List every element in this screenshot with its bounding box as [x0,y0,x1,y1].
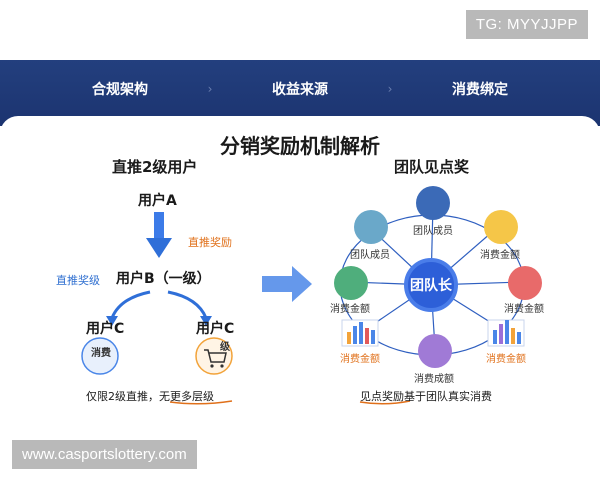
down-arrow-icon [146,238,172,258]
left-branch-arrow [110,290,151,319]
watermark-tag: TG: MYYJJPP [465,10,588,39]
right-footnote: 见点奖励基于团队真实消费 [360,388,492,404]
nav-band [0,60,600,126]
level-icon-text: 级 [220,342,230,353]
right-arrow-icon [262,266,312,302]
user-a-label: 用户A [138,193,177,209]
node-right-label: 消费金额 [504,304,544,315]
watermark-url: www.casportslottery.com [12,440,197,469]
user-c-right-label: 用户C [196,321,235,337]
node-bottom-right-label: 消费金额 [486,354,526,365]
tab-compliance[interactable]: 合规架构 [92,82,148,98]
right-footnote-a: 见点奖励 [360,390,404,403]
tab-revenue[interactable]: 收益来源 [272,82,328,98]
arrow-shaft [154,212,164,240]
bar-chart-icon-left [341,319,379,347]
right-subtitle: 团队见点奖 [394,158,470,176]
right-footnote-b: 基于团队真实消费 [404,390,492,403]
avatar-top [416,186,450,220]
node-bottom-left-label: 消费金额 [340,354,380,365]
main-title: 分销奖励机制解析 [220,134,380,158]
node-left-label: 消费金额 [330,304,370,315]
indirect-reward-label: 直推奖级 [56,274,100,287]
tab-bar: 合规架构 › 收益来源 › 消费绑定 [60,76,540,102]
bar-chart-icon-right [487,319,525,347]
left-footnote-a: 仅限2级直推， [86,390,159,403]
left-subtitle: 直推2级用户 [112,158,198,176]
right-branch-arrow [167,290,208,319]
user-b-label: 用户B（一级） [116,271,211,287]
node-top-right-label: 消费金额 [480,250,520,261]
avatar-top-right [484,210,518,244]
node-top-left-label: 团队成员 [350,250,390,261]
left-footnote-b: 无更多层级 [159,390,214,403]
avatar-bottom [418,334,452,368]
direct-reward-label: 直推奖励 [188,236,232,249]
consume-cart-icon [81,337,119,375]
node-bottom-label: 消费成额 [414,374,454,385]
chevron-right-icon: › [207,82,213,96]
avatar-top-left [354,210,388,244]
consume-icon-text: 消费 [91,348,111,359]
node-top-label: 团队成员 [413,226,453,237]
tab-binding[interactable]: 消费绑定 [452,82,508,98]
avatar-left [334,266,368,300]
chevron-right-icon: › [387,82,393,96]
team-leader-node: 团队长 [404,258,458,312]
shopping-cart-icon [195,337,233,375]
avatar-right [508,266,542,300]
left-footnote: 仅限2级直推，无更多层级 [86,388,214,404]
user-c-left-label: 用户C [86,321,125,337]
